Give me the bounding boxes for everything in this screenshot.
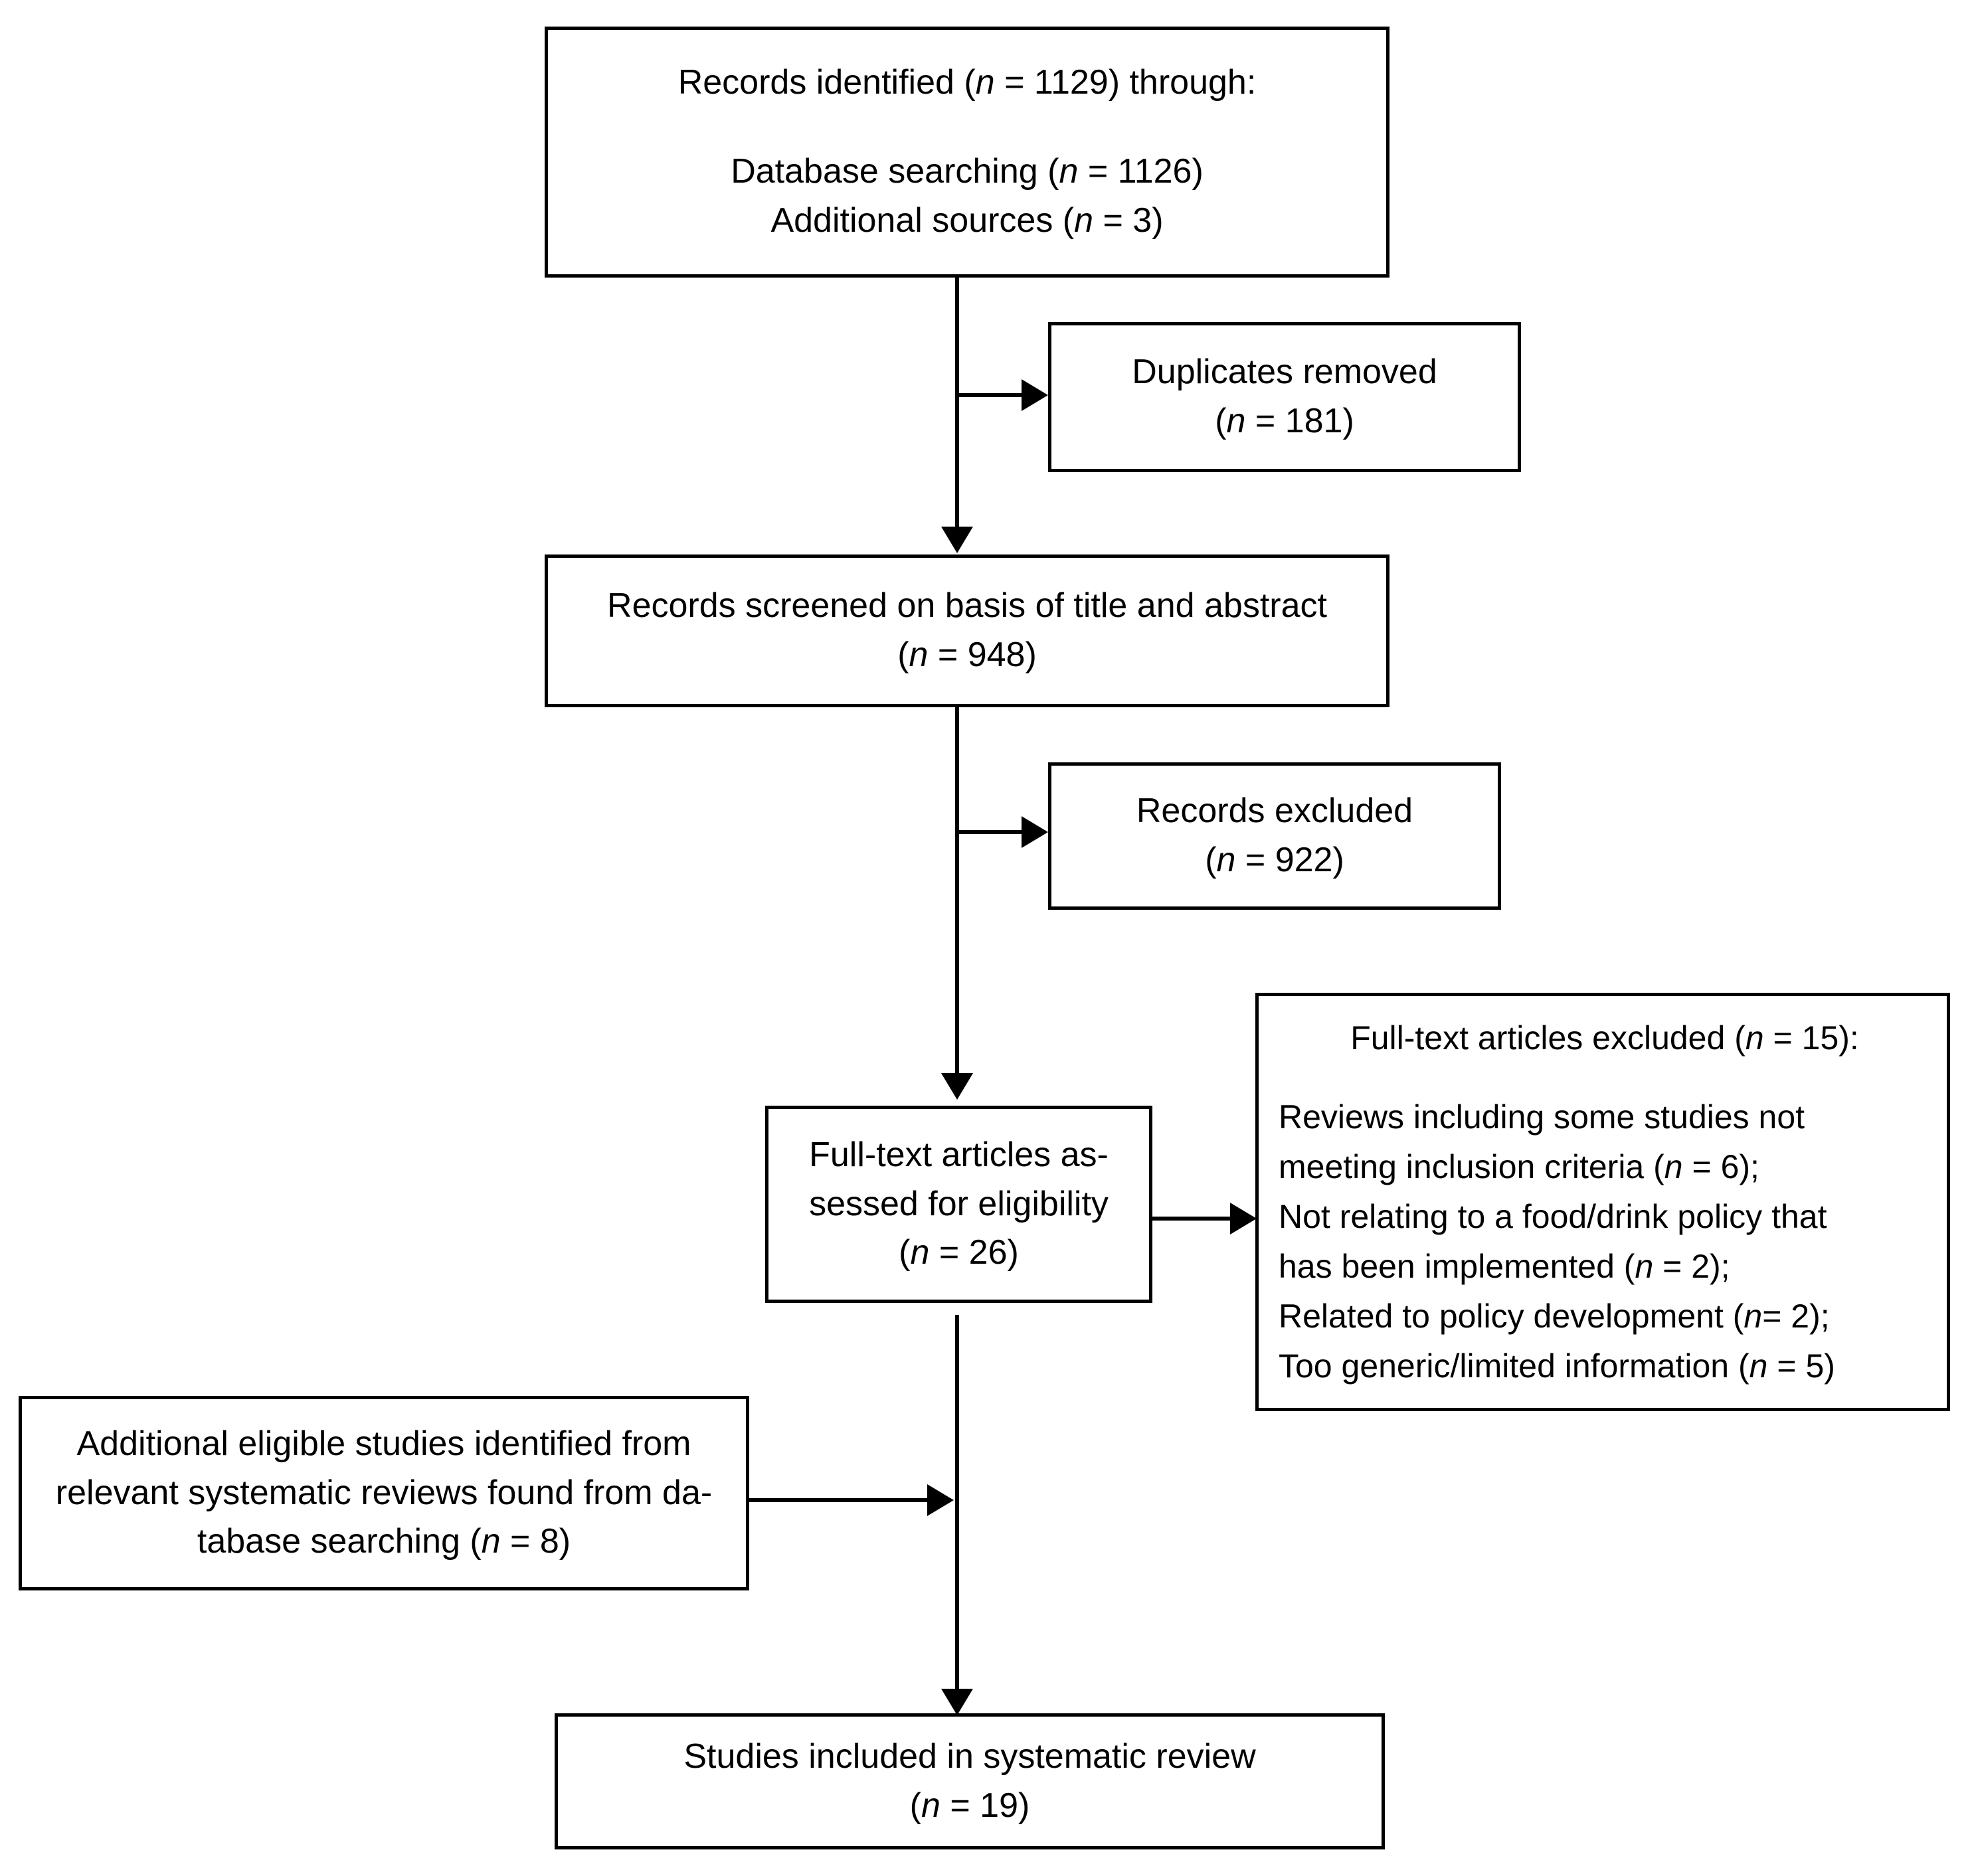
edge-additional-to-main-line (749, 1498, 930, 1502)
node-studies-included: Studies included in systematic review (n… (555, 1713, 1385, 1849)
italic-n: n (1216, 841, 1236, 879)
full-text-excluded-reason-2b: has been implemented (n = 2); (1279, 1247, 1730, 1285)
italic-n: n (910, 1233, 930, 1272)
node-duplicates-removed: Duplicates removed (n = 181) (1048, 322, 1521, 472)
italic-n: n (1226, 402, 1246, 440)
duplicates-removed-line-2: (n = 181) (1215, 402, 1354, 440)
duplicates-removed-line-1: Duplicates removed (1132, 353, 1437, 392)
node-records-identified: Records identified (n = 1129) through: D… (545, 27, 1389, 278)
edge-identified-to-screened-arrowhead (941, 527, 973, 553)
full-text-assessed-line-2: sessed for eligibility (809, 1184, 1109, 1223)
italic-n: n (1635, 1247, 1654, 1285)
records-screened-line-1: Records screened on basis of title and a… (607, 586, 1327, 626)
full-text-excluded-reason-2a: Not relating to a food/drink policy that (1279, 1197, 1827, 1235)
italic-n: n (1744, 1297, 1763, 1335)
italic-n: n (481, 1522, 501, 1561)
edge-fulltext-to-excluded-arrowhead (1230, 1203, 1257, 1235)
additional-eligible-line-1: Additional eligible studies identified f… (76, 1424, 691, 1463)
full-text-excluded-reason-4: Too generic/limited information (n = 5) (1279, 1347, 1835, 1385)
edge-fulltext-to-excluded-line (1152, 1217, 1237, 1221)
spacer (1279, 1063, 1931, 1092)
full-text-excluded-reason-3: Related to policy development (n= 2); (1279, 1297, 1830, 1335)
node-records-screened: Records screened on basis of title and a… (545, 554, 1389, 707)
records-excluded-line-1: Records excluded (1136, 792, 1413, 831)
italic-n: n (1749, 1347, 1768, 1385)
edge-identified-to-duplicates-line (955, 393, 1043, 397)
node-records-excluded: Records excluded (n = 922) (1048, 762, 1501, 910)
full-text-assessed-line-3: (n = 26) (899, 1233, 1019, 1272)
records-identified-line-1: Records identified (n = 1129) through: (677, 63, 1257, 102)
edge-screened-to-excluded-line (955, 830, 1043, 834)
spacer (565, 108, 1369, 147)
node-full-text-assessed: Full-text articles as- sessed for eligib… (765, 1106, 1152, 1303)
italic-n: n (1664, 1148, 1683, 1185)
edge-identified-to-screened-stem (955, 278, 959, 531)
italic-n: n (909, 636, 929, 674)
full-text-excluded-reason-1b: meeting inclusion criteria (n = 6); (1279, 1148, 1759, 1185)
italic-n: n (1745, 1019, 1764, 1057)
edge-identified-to-duplicates-arrowhead (1022, 379, 1048, 411)
italic-n: n (975, 63, 995, 102)
node-additional-eligible-studies: Additional eligible studies identified f… (19, 1396, 749, 1590)
full-text-excluded-reason-1a: Reviews including some studies not (1279, 1098, 1805, 1136)
records-excluded-line-2: (n = 922) (1205, 841, 1344, 879)
edge-additional-to-main-arrowhead (927, 1484, 954, 1516)
records-identified-line-2: Database searching (n = 1126) (731, 152, 1204, 191)
studies-included-line-2: (n = 19) (909, 1786, 1030, 1825)
edge-screened-to-fulltext-stem (955, 707, 959, 1078)
italic-n: n (921, 1786, 940, 1825)
edge-screened-to-excluded-arrowhead (1022, 816, 1048, 848)
node-full-text-excluded: Full-text articles excluded (n = 15): Re… (1255, 993, 1950, 1411)
records-identified-line-3: Additional sources (n = 3) (770, 201, 1164, 240)
italic-n: n (1074, 201, 1094, 240)
studies-included-line-1: Studies included in systematic review (683, 1737, 1256, 1776)
full-text-excluded-heading: Full-text articles excluded (n = 15): (1350, 1019, 1859, 1057)
full-text-assessed-line-1: Full-text articles as- (809, 1135, 1109, 1174)
additional-eligible-line-2: relevant systematic reviews found from d… (55, 1473, 713, 1512)
edge-fulltext-to-included-arrowhead (941, 1689, 973, 1715)
records-screened-line-2: (n = 948) (897, 636, 1037, 674)
additional-eligible-line-3: tabase searching (n = 8) (197, 1522, 571, 1561)
italic-n: n (1059, 152, 1079, 191)
edge-fulltext-to-included-stem (955, 1315, 959, 1697)
edge-screened-to-fulltext-arrowhead (941, 1073, 973, 1100)
